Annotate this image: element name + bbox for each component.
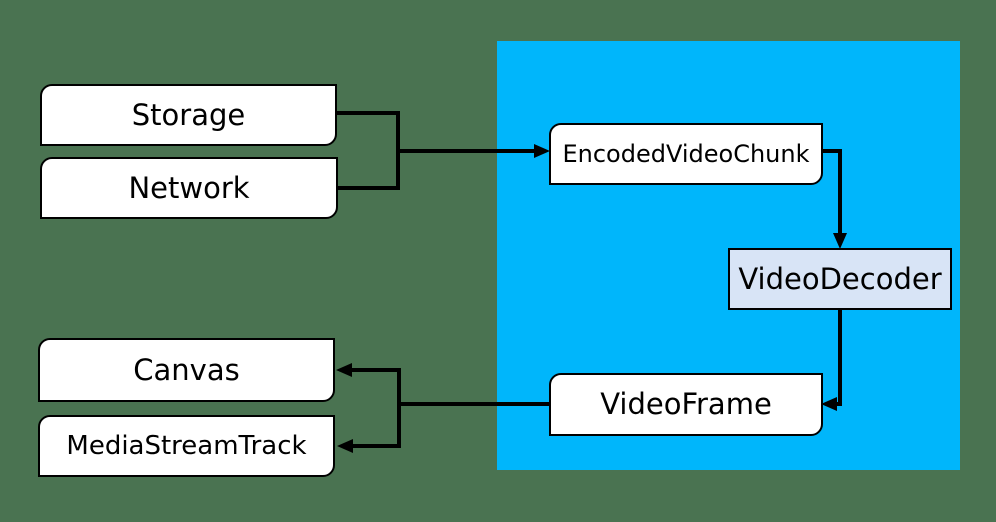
edge-videoframe-out	[397, 402, 551, 406]
node-encodedvideochunk: EncodedVideoChunk	[549, 123, 823, 185]
edge-encodedvideochunk-out	[821, 149, 842, 153]
edge-bottom-junction-vertical	[397, 368, 401, 448]
arrowhead-into-videodecoder	[833, 233, 847, 249]
node-videodecoder-label: VideoDecoder	[738, 261, 942, 296]
node-network-label: Network	[128, 170, 250, 205]
node-videoframe-label: VideoFrame	[600, 387, 772, 421]
node-storage-label: Storage	[131, 97, 246, 132]
edge-network-out	[336, 186, 400, 190]
node-canvas-label: Canvas	[133, 352, 240, 387]
node-mediastreamtrack-label: MediaStreamTrack	[66, 431, 307, 461]
node-network: Network	[40, 157, 338, 219]
arrowhead-into-videoframe	[821, 397, 837, 411]
node-storage: Storage	[40, 84, 337, 146]
arrowhead-into-canvas	[336, 363, 352, 377]
node-canvas: Canvas	[38, 338, 335, 402]
edge-down-to-videodecoder	[838, 149, 842, 233]
arrowhead-into-encodedvideochunk	[534, 144, 550, 158]
node-videodecoder: VideoDecoder	[728, 248, 952, 310]
node-encodedvideochunk-label: EncodedVideoChunk	[562, 140, 810, 168]
edge-videodecoder-out	[838, 308, 842, 404]
edge-left-to-videoframe	[836, 402, 842, 406]
arrowhead-into-mediastreamtrack	[337, 439, 353, 453]
node-mediastreamtrack: MediaStreamTrack	[38, 415, 335, 477]
edge-to-canvas	[352, 368, 401, 372]
edge-to-mediastreamtrack	[353, 444, 401, 448]
node-videoframe: VideoFrame	[549, 373, 823, 436]
edge-storage-out	[335, 111, 400, 115]
edge-to-encodedvideochunk	[396, 149, 534, 153]
